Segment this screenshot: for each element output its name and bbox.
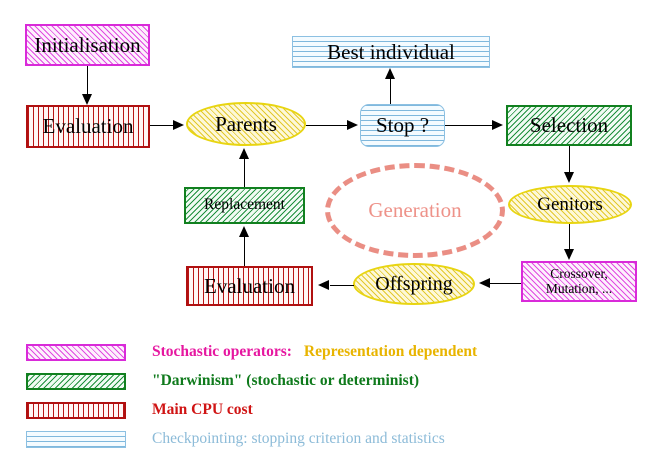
edge-parents-to-stop-arrow xyxy=(347,120,358,130)
edge-init-to-eval xyxy=(87,66,88,96)
edge-eval-to-replacement-arrow xyxy=(239,226,249,237)
node-offspring[interactable]: Offspring xyxy=(353,263,475,305)
legend-swatch-darwinism xyxy=(26,372,126,390)
edge-offspring-to-eval xyxy=(330,285,354,286)
node-offspring-label: Offspring xyxy=(375,272,453,295)
node-crossover-mutation-label: Crossover, Mutation, ... xyxy=(545,266,613,296)
edge-replacement-to-parents-arrow xyxy=(239,148,249,159)
node-replacement-label: Replacement xyxy=(204,196,285,214)
edge-eval-to-replacement xyxy=(244,236,245,266)
node-selection-label: Selection xyxy=(529,113,609,138)
legend-row: Main CPU cost xyxy=(26,400,253,420)
node-evaluation-bottom-label: Evaluation xyxy=(204,273,295,298)
legend-swatch-checkpointing xyxy=(26,430,126,448)
legend-swatch-main-cpu-cost xyxy=(26,401,126,419)
legend-label-stochastic-operators: Stochastic operators: xyxy=(152,343,292,360)
node-evaluation-top-label: Evaluation xyxy=(42,114,134,139)
legend: Stochastic operators: Representation dep… xyxy=(0,330,662,471)
legend-label-representation-dependent: Representation dependent xyxy=(303,343,478,360)
node-parents[interactable]: Parents xyxy=(186,102,306,146)
edge-selection-to-genitors xyxy=(569,146,570,173)
edge-stop-to-best xyxy=(390,78,391,104)
node-generation-label: Generation xyxy=(368,198,462,222)
edge-selection-to-genitors-arrow xyxy=(564,172,574,183)
legend-row: Stochastic operators: Representation dep… xyxy=(26,342,477,362)
node-initialisation[interactable]: Initialisation xyxy=(25,24,150,66)
node-replacement[interactable]: Replacement xyxy=(184,187,305,224)
legend-swatch-stochastic-operators xyxy=(26,343,126,361)
node-evaluation-bottom[interactable]: Evaluation xyxy=(186,266,313,306)
legend-label-checkpointing: Checkpointing: stopping criterion and st… xyxy=(152,430,445,447)
node-initialisation-label: Initialisation xyxy=(34,32,141,57)
node-stop-label: Stop ? xyxy=(375,113,430,138)
node-parents-label: Parents xyxy=(215,111,277,136)
edge-genitors-to-crossover xyxy=(569,224,570,250)
node-best-individual[interactable]: Best individual xyxy=(292,36,490,68)
edge-init-to-eval-arrow xyxy=(82,94,92,105)
legend-row: "Darwinism" (stochastic or determinist) xyxy=(26,371,419,391)
node-selection[interactable]: Selection xyxy=(506,105,632,146)
node-stop[interactable]: Stop ? xyxy=(360,104,445,147)
node-generation: Generation xyxy=(325,163,505,258)
edge-crossover-to-offspring xyxy=(490,283,521,284)
edge-genitors-to-crossover-arrow xyxy=(564,249,574,260)
edge-stop-to-best-arrow xyxy=(385,68,395,79)
node-genitors[interactable]: Genitors xyxy=(508,185,632,224)
edge-stop-to-selection xyxy=(445,125,493,126)
edge-crossover-to-offspring-arrow xyxy=(479,278,490,288)
edge-offspring-to-eval-arrow xyxy=(318,280,329,290)
edge-replacement-to-parents xyxy=(244,158,245,187)
edge-stop-to-selection-arrow xyxy=(492,120,503,130)
edge-eval-to-parents xyxy=(150,125,176,126)
node-best-individual-label: Best individual xyxy=(327,39,455,64)
legend-label-darwinism: "Darwinism" (stochastic or determinist) xyxy=(152,372,420,389)
edge-parents-to-stop xyxy=(306,125,350,126)
node-genitors-label: Genitors xyxy=(537,193,603,215)
edge-eval-to-parents-arrow xyxy=(173,120,184,130)
legend-label-main-cpu-cost: Main CPU cost xyxy=(152,401,253,418)
legend-row: Checkpointing: stopping criterion and st… xyxy=(26,429,445,449)
node-evaluation-top[interactable]: Evaluation xyxy=(26,105,150,148)
node-crossover-mutation[interactable]: Crossover, Mutation, ... xyxy=(521,261,637,302)
